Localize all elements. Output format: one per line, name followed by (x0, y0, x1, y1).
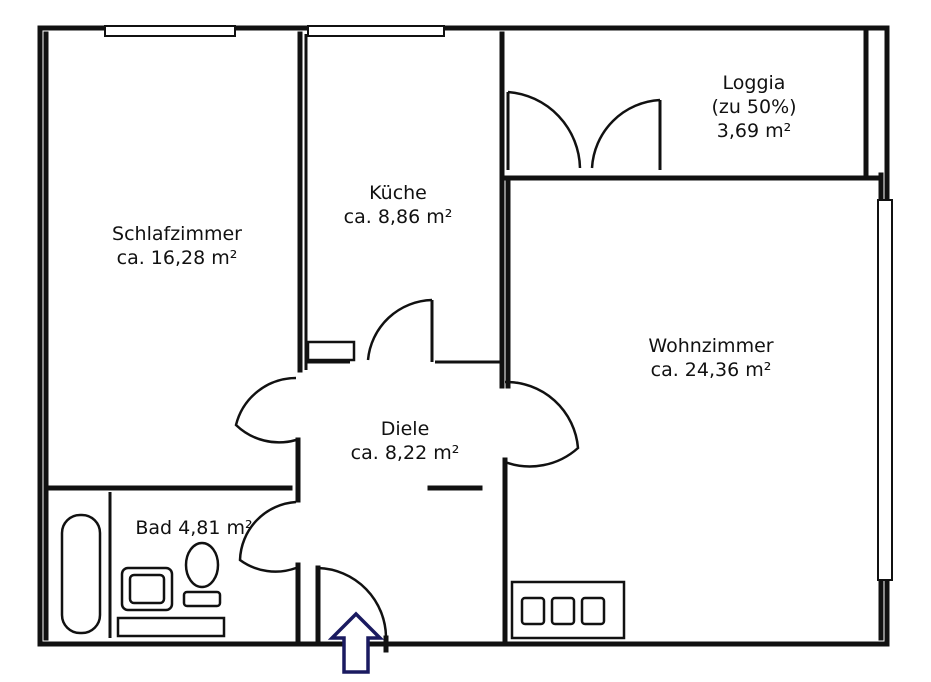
room-area: ca. 24,36 m² (650, 359, 772, 381)
room-area: 3,69 m² (716, 120, 792, 142)
entrance-arrow-icon (327, 611, 385, 674)
bathroom-fixtures (60, 492, 226, 638)
room-area: ca. 8,22 m² (350, 442, 460, 464)
room-label-loggia: Loggia (zu 50%) 3,69 m² (711, 71, 796, 143)
room-name: Loggia (722, 72, 786, 94)
window-kueche (307, 25, 445, 37)
room-label-wohnzimmer: Wohnzimmer ca. 24,36 m² (648, 334, 773, 382)
window-schlafzimmer (104, 25, 236, 37)
kitchen-counter (306, 340, 356, 362)
room-name: Diele (380, 418, 430, 440)
room-label-bad: Bad 4,81 m² (135, 516, 252, 540)
room-name: Wohnzimmer (648, 335, 774, 357)
room-area: ca. 16,28 m² (116, 247, 238, 269)
room-name-area: Bad 4,81 m² (135, 517, 253, 539)
room-note: (zu 50%) (711, 96, 797, 118)
doors (234, 90, 662, 640)
room-label-kueche: Küche ca. 8,86 m² (344, 181, 453, 229)
windows (104, 25, 893, 581)
room-area: ca. 8,86 m² (343, 206, 453, 228)
bathtub (60, 513, 102, 635)
toilet (184, 541, 220, 589)
bath-cabinet (116, 616, 226, 638)
room-name: Schlafzimmer (112, 223, 242, 245)
room-label-schlafzimmer: Schlafzimmer ca. 16,28 m² (112, 222, 242, 270)
radiator (510, 580, 626, 640)
room-name: Küche (369, 182, 427, 204)
window-wohnzimmer (877, 199, 893, 581)
room-label-diele: Diele ca. 8,22 m² (351, 417, 460, 465)
